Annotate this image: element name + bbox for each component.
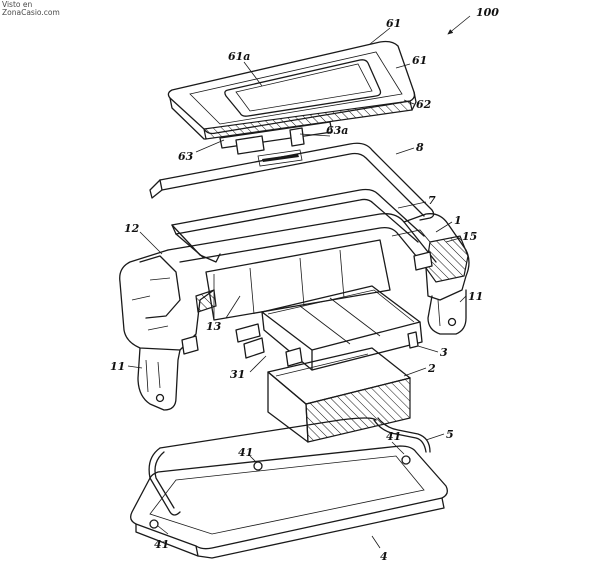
label-terminal-31: 31 [230, 368, 245, 381]
label-cover-63: 63 [178, 150, 194, 163]
label-assembly-100: 100 [476, 6, 499, 19]
battery-part [267, 347, 411, 443]
label-battery-2: 2 [427, 362, 436, 375]
label-gasket-7: 7 [428, 194, 436, 207]
label-cover-62: 62 [416, 98, 432, 111]
label-gasket-8: 8 [416, 141, 424, 154]
watermark-line-1: Visto en [2, 0, 33, 9]
label-hole-41-right: 41 [386, 430, 401, 443]
label-cover-63a: 63a [326, 124, 348, 137]
label-hole-41-top: 41 [238, 446, 253, 459]
case-part [119, 213, 470, 411]
cable-part [148, 417, 431, 516]
label-case-15: 15 [462, 230, 477, 243]
gasket-8 [149, 142, 435, 221]
label-case-13: 13 [206, 320, 222, 333]
label-cover-61-right: 61 [412, 54, 427, 67]
leader-lines [127, 15, 471, 549]
watermark: Visto en ZonaCasio.com [2, 1, 60, 17]
label-back-cover-4: 4 [380, 550, 388, 563]
back-cover-part [130, 445, 448, 559]
label-cable-5: 5 [446, 428, 454, 441]
label-strap-11-right: 11 [468, 290, 483, 303]
module-frame-part [235, 285, 423, 371]
label-cover-61-top: 61 [386, 17, 401, 30]
label-window-61a: 61a [228, 50, 250, 63]
label-frame-3: 3 [440, 346, 448, 359]
label-case-12: 12 [124, 222, 140, 235]
watermark-line-2: ZonaCasio.com [2, 8, 60, 17]
gasket-7 [171, 188, 425, 263]
cover-part [167, 40, 417, 167]
label-strap-11-left: 11 [110, 360, 125, 373]
label-hole-41-left: 41 [154, 538, 169, 551]
reference-labels: 100 61 61a 61 62 63 63a 8 7 1 15 12 13 1… [110, 6, 499, 563]
label-case-1: 1 [454, 214, 462, 227]
